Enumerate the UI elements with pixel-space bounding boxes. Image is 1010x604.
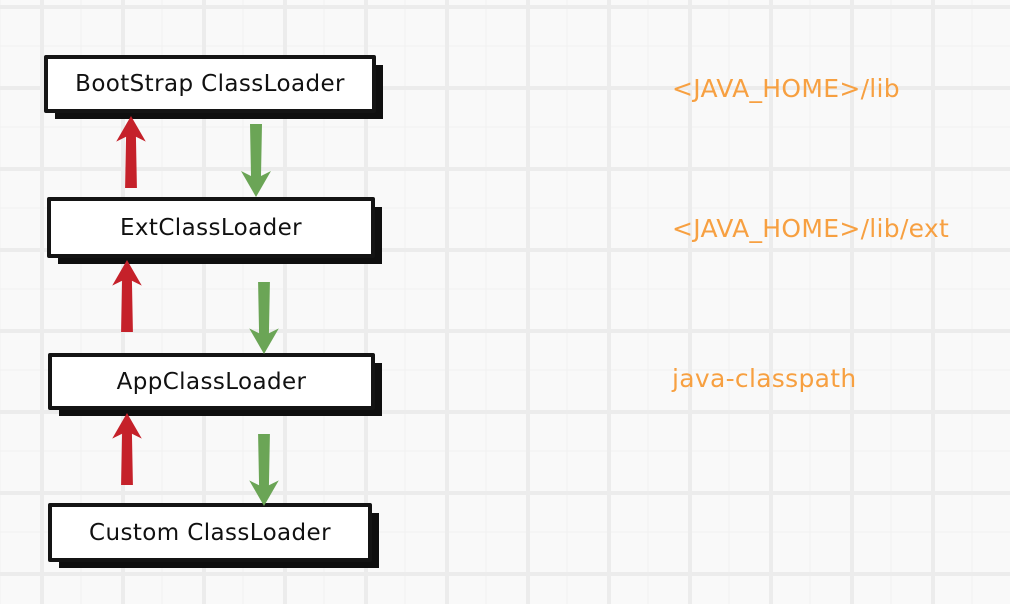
node-label: ExtClassLoader [119, 214, 303, 241]
node-ext-classloader: ExtClassLoader [47, 197, 375, 258]
delegation-arrow-up-icon [116, 115, 146, 189]
annotation-java-home-lib-ext: <JAVA_HOME>/lib/ext [672, 214, 950, 243]
loading-arrow-down-icon [241, 124, 271, 197]
node-app-classloader: AppClassLoader [48, 353, 375, 410]
node-bootstrap-classloader: BootStrap ClassLoader [44, 55, 376, 113]
delegation-arrow-up-icon [112, 259, 142, 333]
node-label: Custom ClassLoader [89, 519, 331, 546]
node-custom-classloader: Custom ClassLoader [48, 503, 372, 562]
loading-arrow-down-icon [249, 281, 279, 355]
annotation-java-home-lib: <JAVA_HOME>/lib [672, 74, 900, 103]
loading-arrow-down-icon [249, 433, 279, 507]
annotation-java-classpath: java-classpath [672, 364, 857, 393]
node-label: AppClassLoader [116, 368, 307, 395]
node-label: BootStrap ClassLoader [75, 71, 345, 97]
delegation-arrow-up-icon [112, 412, 142, 486]
